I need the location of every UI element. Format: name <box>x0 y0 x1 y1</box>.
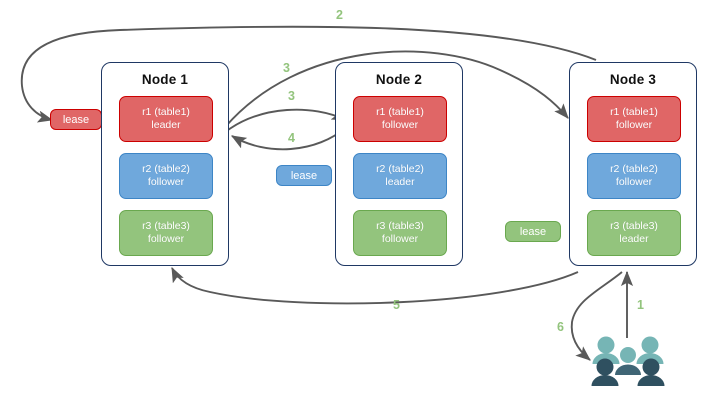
replica-node3-r1[interactable]: r1 (table1) follower <box>587 96 681 142</box>
replica-node2-r1[interactable]: r1 (table1) follower <box>353 96 447 142</box>
node-title-node1: Node 1 <box>141 72 189 87</box>
lease-label: lease <box>519 225 547 238</box>
replica-role: leader <box>385 176 415 188</box>
lease-badge-red[interactable]: lease <box>50 109 102 130</box>
replica-role: follower <box>147 233 185 245</box>
node-container-node1[interactable]: Node 1 r1 (table1) leader r2 (table2) fo… <box>101 62 229 266</box>
step-label-5: 5 <box>393 298 400 312</box>
replica-name: r2 (table2) <box>376 163 424 175</box>
replica-name: r1 (table1) <box>376 106 424 118</box>
node-container-node2[interactable]: Node 2 r1 (table1) follower r2 (table2) … <box>335 62 463 266</box>
lease-label: lease <box>290 169 318 182</box>
replica-name: r2 (table2) <box>142 163 190 175</box>
lease-label: lease <box>62 113 90 126</box>
arrow-step-5 <box>171 266 579 305</box>
node-title-node3: Node 3 <box>609 72 657 87</box>
replica-role: leader <box>619 233 649 245</box>
replica-node3-r3[interactable]: r3 (table3) leader <box>587 210 681 256</box>
lease-badge-green[interactable]: lease <box>505 221 561 242</box>
replica-node3-r2[interactable]: r2 (table2) follower <box>587 153 681 199</box>
step-label-3b: 3 <box>288 89 295 103</box>
replica-name: r1 (table1) <box>142 106 190 118</box>
arrow-step-3-to-node2 <box>227 108 348 131</box>
replica-node1-r2[interactable]: r2 (table2) follower <box>119 153 213 199</box>
replica-role: follower <box>381 119 419 131</box>
step-label-1: 1 <box>637 298 644 312</box>
replica-name: r3 (table3) <box>610 220 658 232</box>
replica-node2-r2[interactable]: r2 (table2) leader <box>353 153 447 199</box>
people-icon <box>589 334 669 390</box>
replica-role: follower <box>381 233 419 245</box>
replica-name: r1 (table1) <box>610 106 658 118</box>
replica-role: follower <box>615 119 653 131</box>
replica-role: follower <box>615 176 653 188</box>
lease-badge-blue[interactable]: lease <box>276 165 332 186</box>
step-label-2: 2 <box>336 8 343 22</box>
replica-name: r2 (table2) <box>610 163 658 175</box>
node-title-node2: Node 2 <box>375 72 423 87</box>
node-container-node3[interactable]: Node 3 r1 (table1) follower r2 (table2) … <box>569 62 697 266</box>
replica-name: r3 (table3) <box>142 220 190 232</box>
step-label-3a: 3 <box>283 61 290 75</box>
replica-role: follower <box>147 176 185 188</box>
replica-name: r3 (table3) <box>376 220 424 232</box>
replica-node2-r3[interactable]: r3 (table3) follower <box>353 210 447 256</box>
step-label-6: 6 <box>557 320 564 334</box>
replica-node1-r1[interactable]: r1 (table1) leader <box>119 96 213 142</box>
replica-role: leader <box>151 119 181 131</box>
step-label-4: 4 <box>288 131 295 145</box>
replica-node1-r3[interactable]: r3 (table3) follower <box>119 210 213 256</box>
